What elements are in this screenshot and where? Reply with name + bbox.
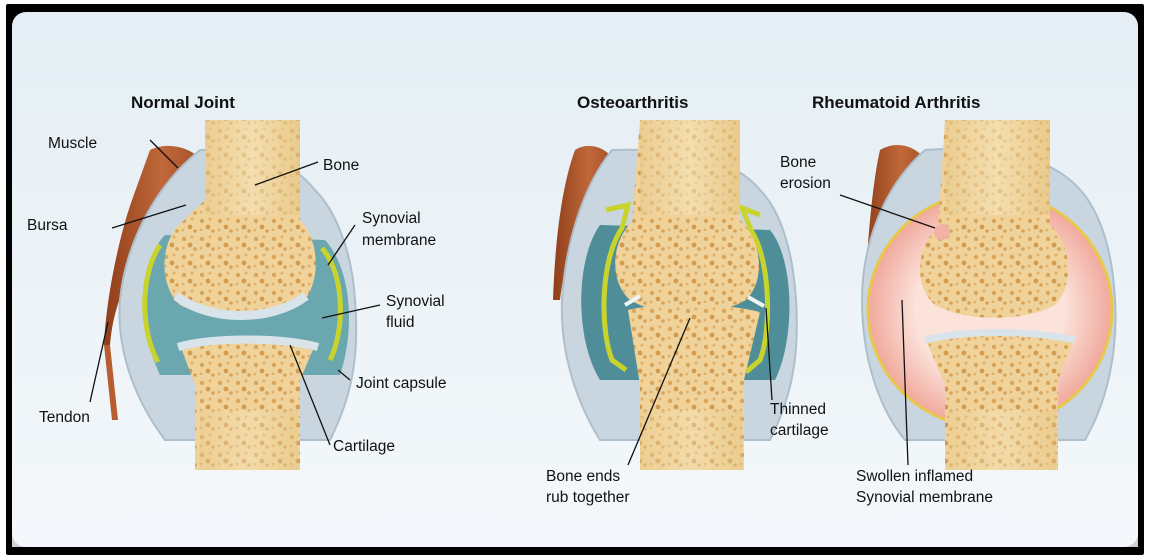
label-swollen-2: Synovial membrane — [856, 489, 993, 506]
label-bursa: Bursa — [27, 217, 68, 234]
title-normal-joint: Normal Joint — [131, 93, 235, 112]
label-thinned-cartilage-1: Thinned — [770, 401, 826, 418]
title-osteoarthritis: Osteoarthritis — [577, 93, 688, 112]
osteoarthritis-joint — [553, 120, 797, 470]
label-swollen-1: Swollen inflamed — [856, 468, 973, 485]
label-bone-ends-1: Bone ends — [546, 468, 620, 485]
label-bone-erosion-2: erosion — [780, 175, 831, 192]
label-synovial-fluid-1: Synovial — [386, 293, 445, 310]
label-bone: Bone — [323, 157, 359, 174]
rheumatoid-arthritis-joint — [862, 120, 1116, 470]
label-synovial-membrane-2: membrane — [362, 232, 436, 249]
label-bone-erosion-1: Bone — [780, 154, 816, 171]
label-synovial-fluid-2: fluid — [386, 314, 414, 331]
label-thinned-cartilage-2: cartilage — [770, 422, 829, 439]
label-tendon: Tendon — [39, 409, 90, 426]
label-bone-ends-2: rub together — [546, 489, 630, 506]
label-joint-capsule: Joint capsule — [356, 375, 446, 392]
label-cartilage: Cartilage — [333, 438, 395, 455]
title-rheumatoid-arthritis: Rheumatoid Arthritis — [812, 93, 980, 112]
label-muscle: Muscle — [48, 135, 97, 152]
label-synovial-membrane-1: Synovial — [362, 210, 421, 227]
